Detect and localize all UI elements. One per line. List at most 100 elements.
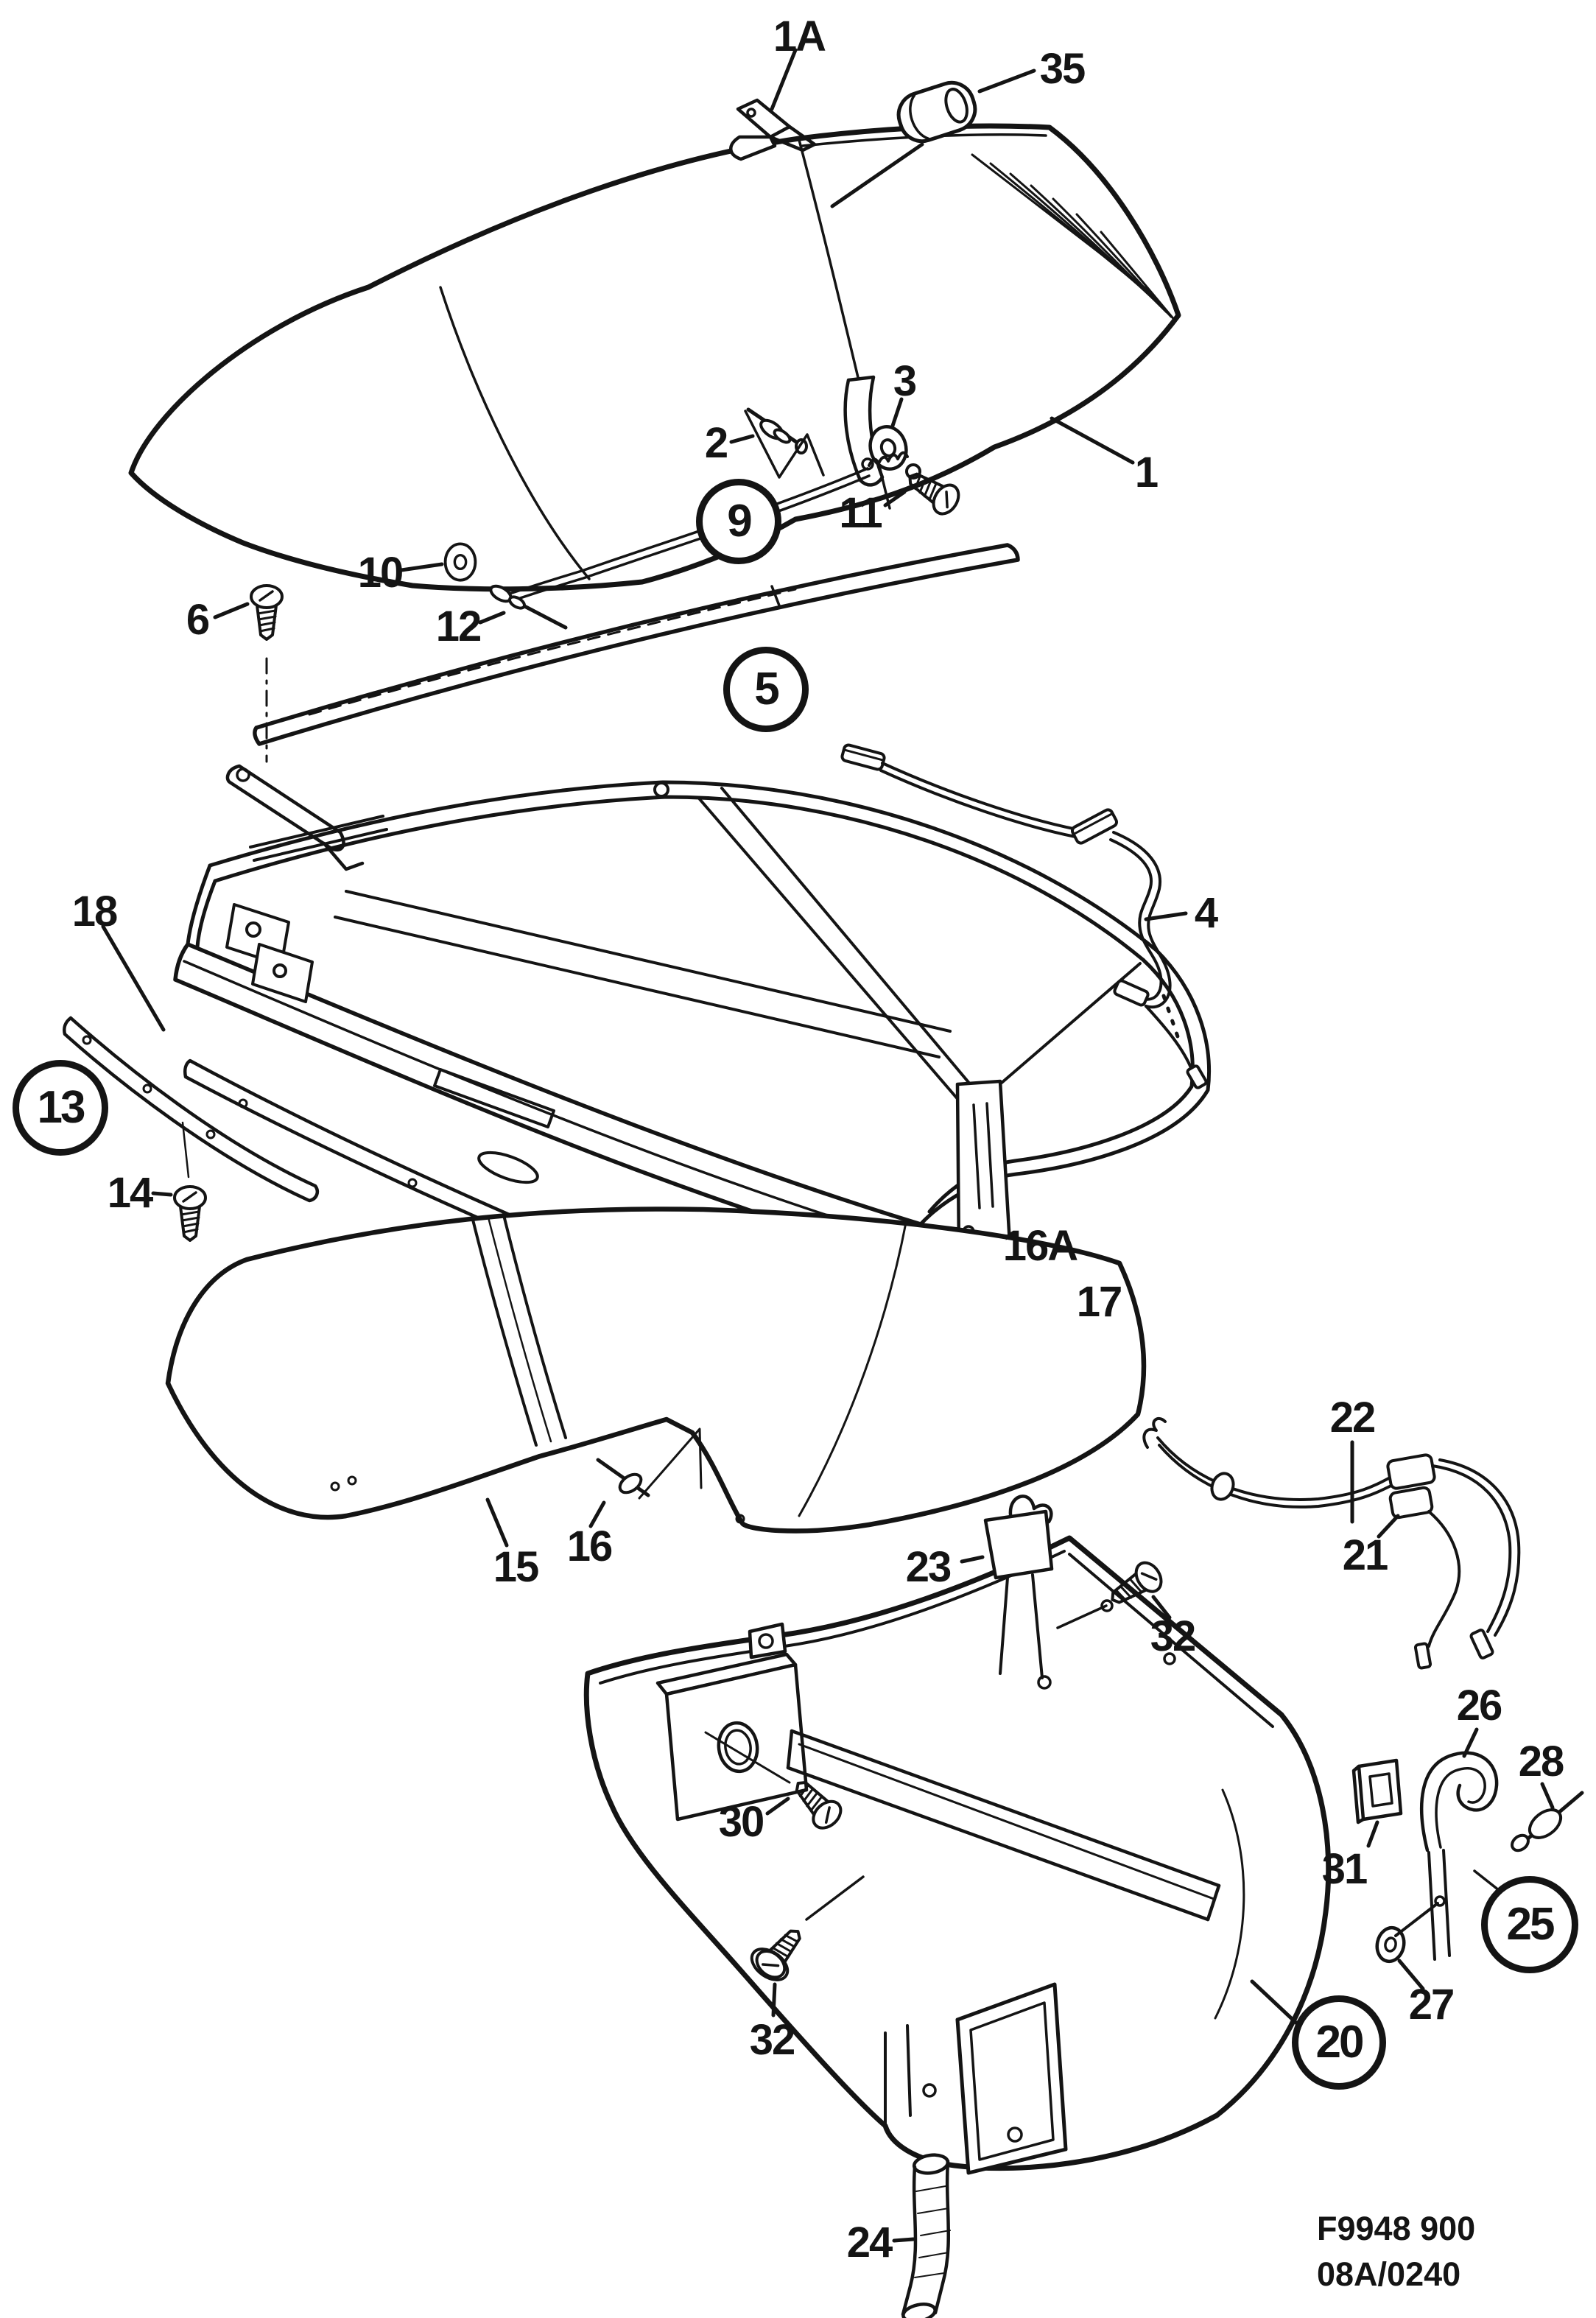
tension-cable-icon [508, 451, 921, 603]
screw-6-icon [251, 586, 282, 639]
screw-14-icon [175, 1187, 205, 1240]
part-label-26: 26 [1456, 1682, 1502, 1729]
front-rail-seam [770, 585, 781, 607]
weatherstrip-18-short [63, 1016, 319, 1203]
part-label-30: 30 [718, 1798, 764, 1846]
leader-35 [977, 69, 1036, 94]
screw-14-axis [181, 1121, 190, 1179]
frame-left-side [186, 863, 217, 949]
well-corner-fold [884, 2024, 912, 2127]
front-rail [213, 543, 1020, 871]
part-label-25: 25 [1481, 1876, 1578, 1973]
leader-6 [213, 602, 250, 619]
bracket-pointer [704, 1731, 791, 1784]
well-outline [583, 1535, 1332, 2171]
figure-code-line1: F9948 900 [1317, 2210, 1476, 2247]
headliner-seam-right [798, 1221, 907, 1517]
part-label-15: 15 [493, 1543, 539, 1591]
part-label-23: 23 [905, 1543, 952, 1591]
pointer-zigzag [744, 410, 825, 479]
stowage-well [583, 1495, 1332, 2318]
clip-31-icon [1351, 1758, 1403, 1824]
bumper-35 [830, 69, 1036, 208]
part-label-10: 10 [357, 549, 404, 597]
well-inner-curve [1214, 1788, 1245, 2020]
part-label-9: 9 [696, 479, 781, 564]
leader-10 [399, 562, 444, 572]
headliner [165, 1207, 1147, 1548]
latch-small-parts [1351, 1727, 1584, 1991]
washer-10-icon [446, 544, 476, 580]
part-label-28: 28 [1518, 1738, 1564, 1785]
part-label-35: 35 [1039, 45, 1086, 93]
headliner-outline [165, 1207, 1147, 1534]
well-mouth [955, 1982, 1068, 2175]
leader-21 [1377, 1514, 1400, 1539]
part-label-1a: 1A [773, 13, 826, 60]
part-label-11: 11 [839, 489, 882, 537]
cable-4 [840, 743, 1208, 1089]
part-label-3: 3 [893, 357, 917, 405]
pin-2-icon [746, 407, 808, 454]
well-rim-inner [599, 1550, 1066, 1685]
well-channel [786, 1729, 1221, 1922]
part-label-5: 5 [723, 647, 809, 732]
part-label-12: 12 [435, 603, 482, 650]
soft-top-outline [128, 123, 1181, 592]
pointer-32a [1056, 1604, 1108, 1629]
frame-latch-plates [225, 903, 314, 1003]
part-label-31: 31 [1321, 1845, 1368, 1893]
leader-4 [1144, 911, 1188, 921]
part-label-18: 18 [71, 888, 118, 935]
leader-26 [1462, 1727, 1479, 1758]
leader-18 [101, 924, 166, 1032]
leader-24 [892, 2237, 915, 2243]
rivet-28-icon [1511, 1791, 1584, 1852]
front-rail-outline [253, 543, 1020, 746]
wiring-harness [1142, 1416, 1521, 1670]
screw-32b-icon [746, 1922, 809, 1987]
latch-hardware [399, 375, 963, 630]
leader-35-mount [830, 142, 924, 208]
leader-15 [485, 1497, 509, 1548]
leader-32a [1151, 1595, 1172, 1620]
part-label-27: 27 [1408, 1981, 1455, 2029]
headliner-bow-seam [471, 1214, 567, 1447]
leader-31 [1366, 1820, 1379, 1848]
part-label-6: 6 [186, 596, 210, 644]
part-label-32a: 32 [1150, 1612, 1196, 1660]
soft-top-cover [128, 123, 1181, 592]
well-flange-inner [1068, 1553, 1274, 1728]
frame-scissor-arms [334, 787, 992, 1117]
pin-27-icon [1375, 1895, 1446, 1964]
leader-2 [729, 434, 755, 444]
leader-14 [151, 1191, 173, 1197]
pin-16-icon [596, 1458, 650, 1497]
soft-top-hatching [971, 153, 1177, 323]
part-label-4: 4 [1194, 889, 1218, 937]
pointer-32b [805, 1875, 865, 1921]
figure-code-line2: 08A/0240 [1317, 2255, 1461, 2294]
drain-hose-24 [901, 2153, 951, 2318]
well-bracket [655, 1622, 809, 1822]
part-label-2: 2 [704, 419, 728, 467]
pointer-16 [638, 1427, 703, 1500]
leader-20 [1250, 1979, 1303, 2029]
part-label-22: 22 [1329, 1394, 1376, 1441]
leader-1 [1050, 416, 1135, 465]
part-label-24: 24 [846, 2219, 893, 2266]
leader-16 [588, 1500, 606, 1528]
part-label-1: 1 [1134, 449, 1159, 496]
part-label-21: 21 [1342, 1531, 1388, 1579]
part-label-13: 13 [13, 1060, 108, 1156]
part-label-14: 14 [107, 1169, 153, 1217]
front-rail-hidden-edge [308, 588, 797, 716]
part-label-16: 16 [566, 1522, 613, 1570]
leader-3 [890, 397, 904, 428]
figure-code: F9948 900 08A/0240 [1317, 2206, 1475, 2297]
pin-12-icon [489, 584, 568, 630]
clip-23-icon [983, 1495, 1054, 1690]
hook-26-icon [1419, 1751, 1499, 1961]
part-label-20: 20 [1292, 1995, 1386, 2090]
